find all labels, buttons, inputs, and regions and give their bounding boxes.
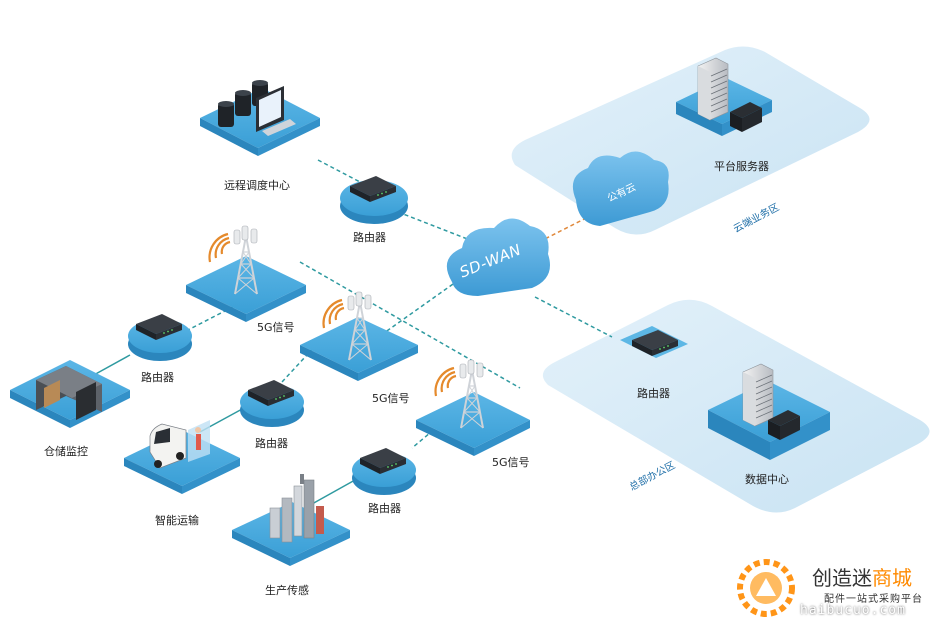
factory-icon bbox=[269, 474, 324, 543]
label-signal-3: 5G信号 bbox=[492, 456, 530, 469]
server-rack-icon bbox=[742, 363, 774, 427]
data-center-tile bbox=[708, 363, 830, 460]
label-remote-center: 远程调度中心 bbox=[224, 179, 290, 192]
sdwan-cloud-icon bbox=[446, 218, 550, 296]
watermark-brand: 创造迷商城 bbox=[812, 562, 912, 591]
signal-3-tile bbox=[416, 358, 530, 456]
signal-1-tile bbox=[186, 224, 306, 322]
label-production: 生产传感 bbox=[265, 584, 309, 597]
warehouse-icon bbox=[36, 366, 102, 420]
watermark-gear-icon bbox=[737, 559, 795, 617]
public-cloud-icon bbox=[572, 151, 669, 226]
vehicle-icon bbox=[149, 420, 210, 469]
label-router-left-3: 路由器 bbox=[368, 502, 401, 515]
router-node-top bbox=[340, 176, 408, 224]
signal-2-tile bbox=[300, 290, 418, 381]
label-router-left-1: 路由器 bbox=[141, 371, 174, 384]
watermark-domain: haibucuo.com bbox=[800, 603, 906, 618]
monitor-icon bbox=[256, 86, 296, 136]
server-tile bbox=[676, 57, 772, 136]
label-transport: 智能运输 bbox=[155, 514, 199, 527]
label-data-center: 数据中心 bbox=[745, 473, 789, 486]
router-node-left-3 bbox=[352, 448, 416, 495]
label-signal-2: 5G信号 bbox=[372, 392, 410, 405]
label-router-hq: 路由器 bbox=[637, 387, 670, 400]
watermark-brand-a: 创造迷 bbox=[812, 566, 872, 590]
router-node-left-1 bbox=[128, 314, 192, 361]
server-rack-icon bbox=[697, 57, 729, 121]
local-links bbox=[91, 354, 356, 505]
router-node-left-2 bbox=[240, 380, 304, 427]
label-router-top: 路由器 bbox=[353, 231, 386, 244]
watermark-slogan: 配件一站式采购平台 bbox=[824, 594, 923, 605]
cloud-zone bbox=[511, 46, 870, 235]
label-platform-server: 平台服务器 bbox=[714, 160, 769, 173]
label-warehouse: 仓储监控 bbox=[44, 445, 88, 458]
label-signal-1: 5G信号 bbox=[257, 321, 295, 334]
watermark-brand-b: 商城 bbox=[872, 566, 912, 590]
label-router-left-2: 路由器 bbox=[255, 437, 288, 450]
